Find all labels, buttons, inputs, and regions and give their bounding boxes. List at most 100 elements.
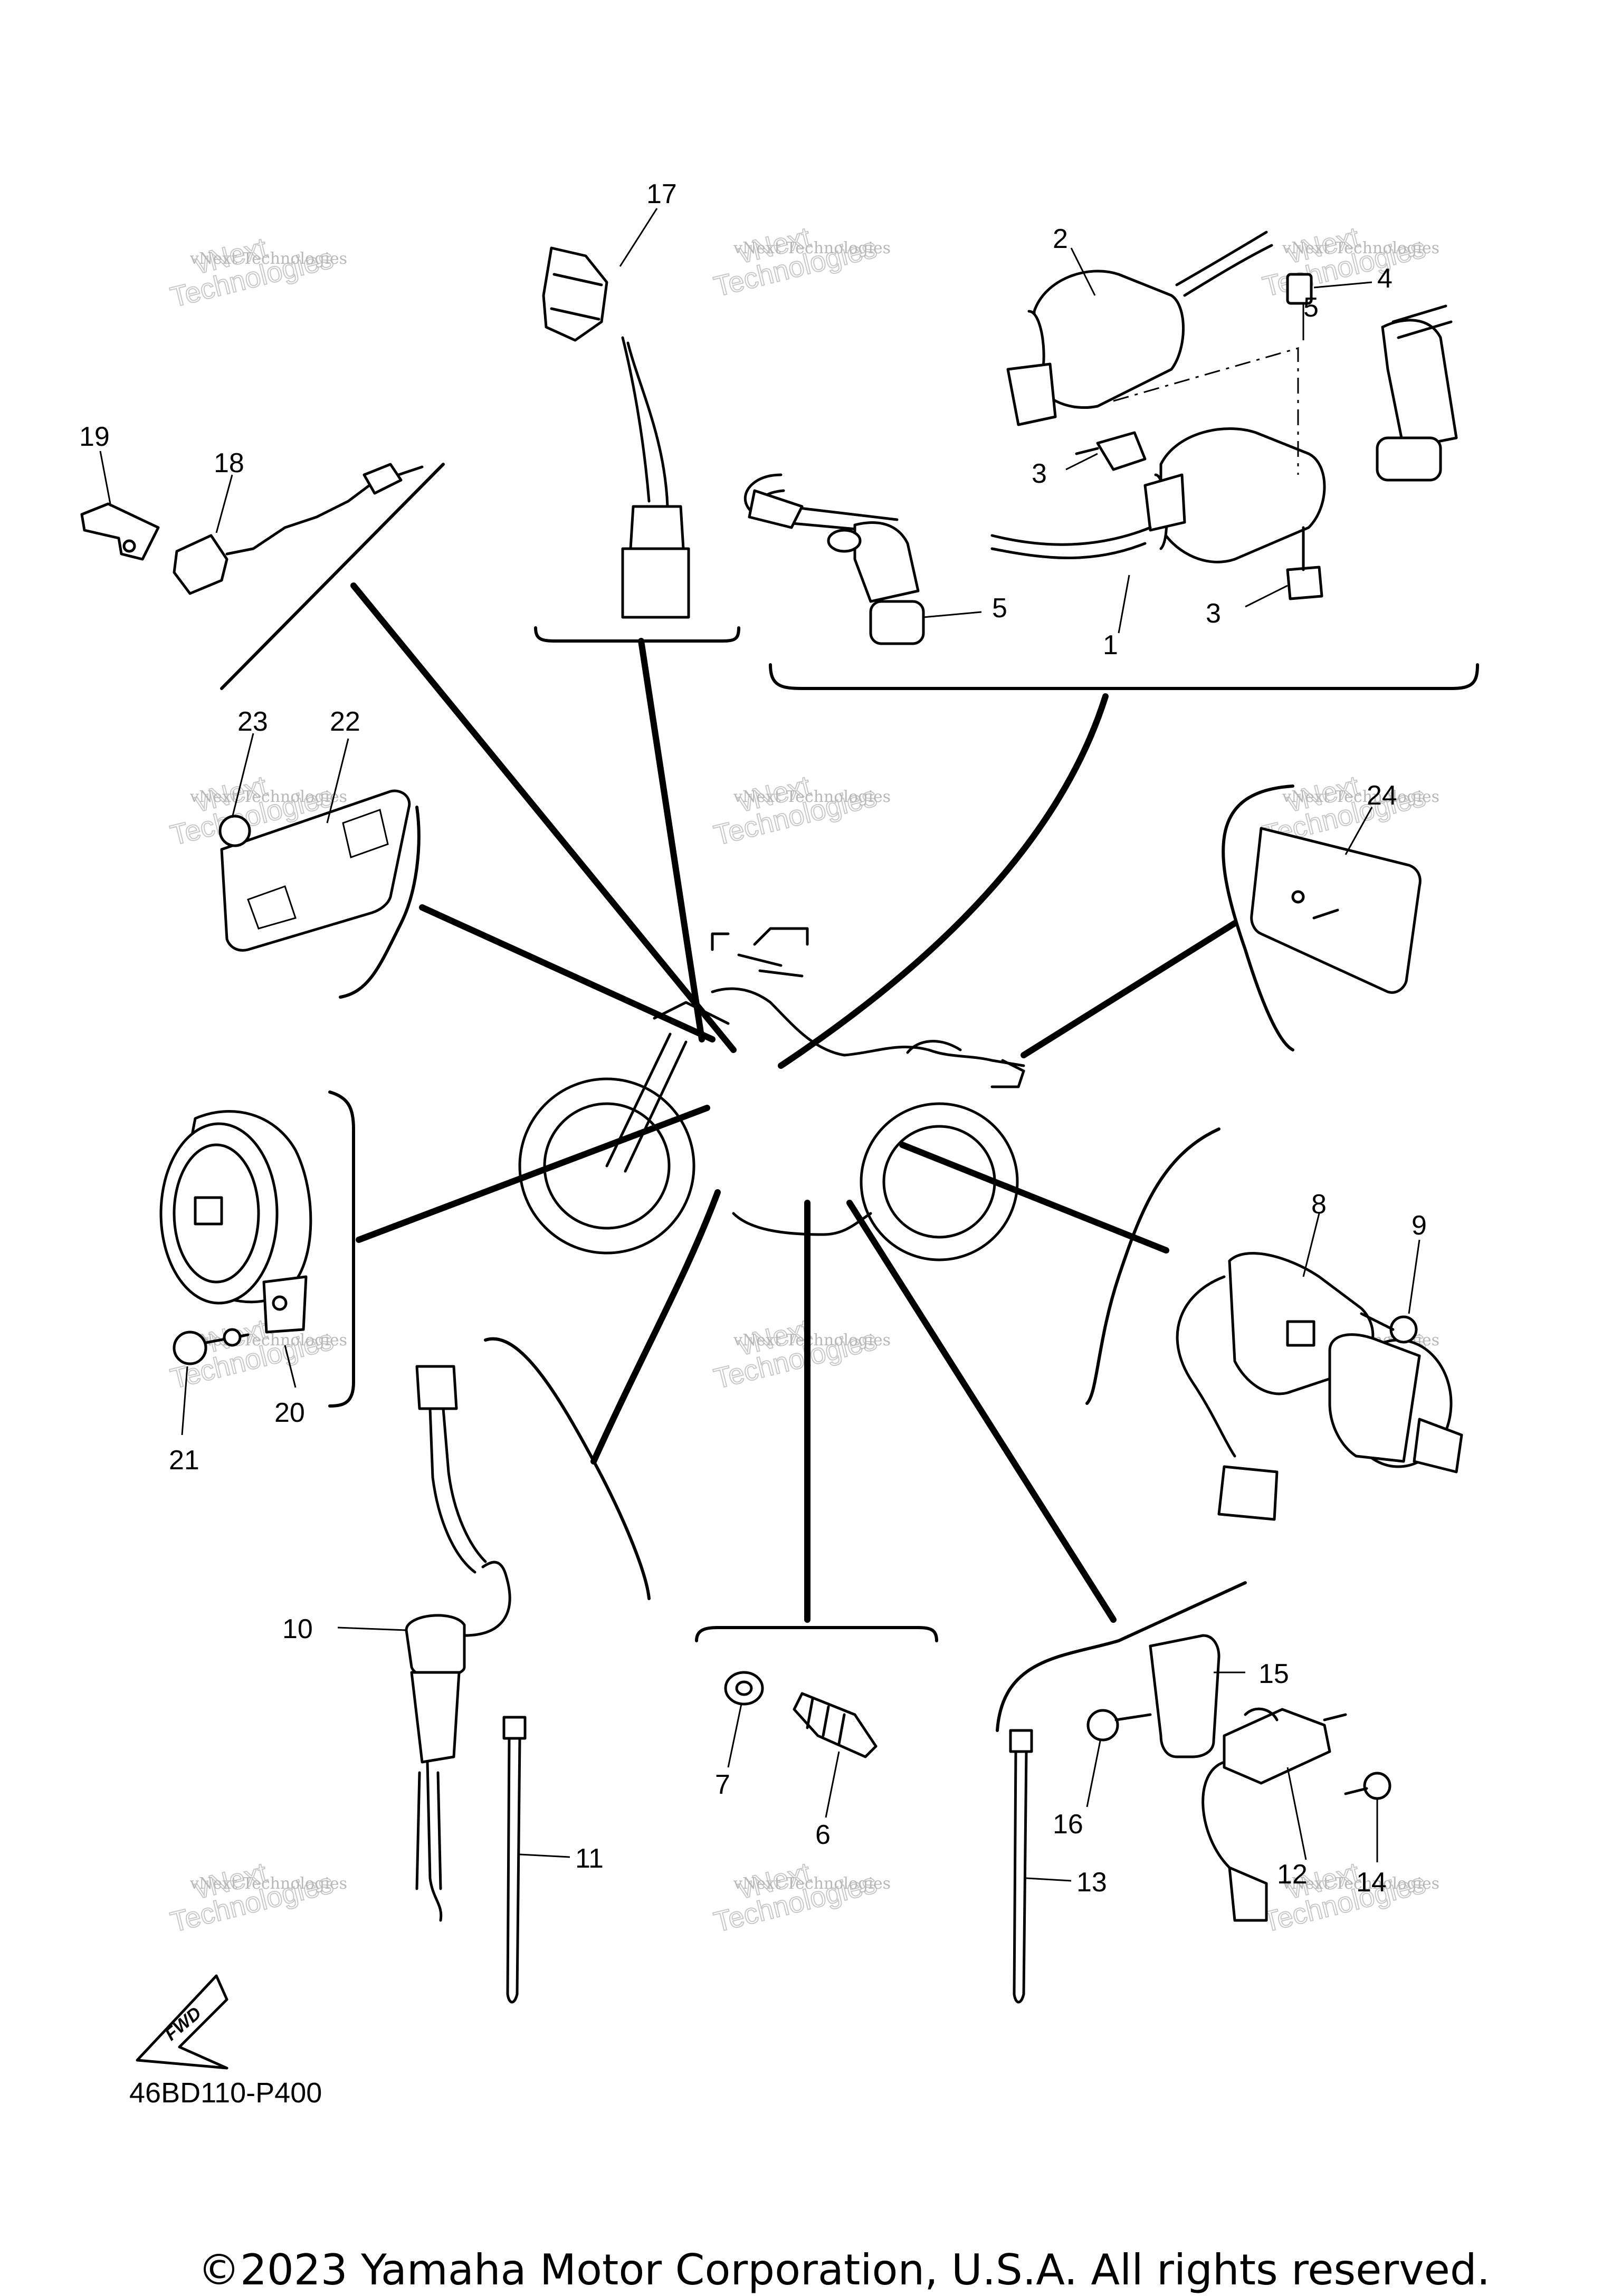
steering-head [653, 1001, 730, 1025]
rear-fender [906, 1040, 962, 1054]
callout-21: 21 [169, 1445, 199, 1476]
callout-leaders [99, 208, 1420, 1882]
leader-line-17 [638, 638, 705, 1042]
part-2-ignition-coil [1006, 231, 1273, 426]
callout-15: 15 [1258, 1659, 1289, 1689]
bracket-17 [534, 626, 740, 643]
part-19-clip [80, 502, 160, 561]
callout-3: 3 [1032, 458, 1047, 489]
part-11-cable-tie [502, 1716, 527, 2004]
callout-7: 7 [715, 1769, 730, 1800]
leader-lines [350, 582, 1238, 1623]
part-14-screw [1344, 1772, 1391, 1800]
bracket-22-23 [339, 806, 421, 999]
part-6-switch [793, 1692, 878, 1758]
group-brackets [220, 463, 1479, 1732]
callout-8: 8 [1311, 1189, 1327, 1220]
part-22-reflector [220, 789, 411, 952]
callout-22: 22 [330, 706, 360, 737]
part-3-bolt [1075, 431, 1147, 471]
callout-19: 19 [79, 422, 110, 452]
callout-2: 2 [1053, 224, 1068, 254]
tail-light [990, 1059, 1025, 1088]
callout-6: 6 [815, 1820, 831, 1850]
bracket-18-19 [220, 463, 445, 690]
part-1-ignition-coil [743, 427, 1326, 563]
bracket-horn [328, 1090, 355, 1408]
part-10-switch-lead [405, 1365, 511, 1922]
callout-23: 23 [237, 706, 268, 737]
leader-line-24 [1021, 920, 1238, 1058]
part-7-washer [724, 1671, 764, 1706]
engine-bottom [732, 1212, 872, 1236]
front-wheel-rim [543, 1102, 671, 1230]
callout-20: 20 [274, 1398, 305, 1428]
bracket-ignition-coils [769, 663, 1479, 690]
callout-18: 18 [214, 448, 244, 479]
bracket-main-switch [1085, 1127, 1220, 1405]
callout-14: 14 [1356, 1867, 1387, 1898]
part-4-spacer [1286, 273, 1313, 305]
svg-text:vNext Technologies: vNext Technologies [733, 239, 891, 257]
svg-text:vNext Technologies: vNext Technologies [1282, 1874, 1439, 1893]
part-15-bracket [1149, 1634, 1220, 1758]
part-17-switch-assembly [542, 246, 690, 619]
callout-3: 3 [1206, 598, 1221, 629]
callout-10: 10 [282, 1614, 313, 1644]
callout-5: 5 [1303, 292, 1319, 323]
watermark: vNext Technologies vNext Technologies [167, 1856, 347, 1939]
drawing-code: 46BD110-P400 [129, 2077, 322, 2109]
handlebar-controls [737, 953, 804, 978]
assembly-guide-lines [1113, 347, 1299, 475]
callout-1: 1 [1103, 630, 1118, 661]
part-20-washer [223, 1328, 242, 1347]
part-16-bolt [1086, 1709, 1152, 1742]
callout-5: 5 [992, 593, 1007, 624]
part-13-cable-tie [1009, 1729, 1033, 2004]
watermark: vNext Technologies vNext Technologies [167, 231, 347, 314]
svg-text:vNext Technologies: vNext Technologies [733, 1874, 891, 1893]
callout-12: 12 [1277, 1859, 1308, 1890]
callout-9: 9 [1412, 1210, 1427, 1241]
leader-line-8 [899, 1142, 1169, 1254]
bracket-12-16 [996, 1581, 1247, 1732]
part-horn [159, 1110, 312, 1334]
svg-text:vNext Technologies: vNext Technologies [1282, 239, 1439, 257]
motorcycle-outline [518, 927, 1025, 1261]
handlebar [711, 927, 809, 951]
leader-line-20 [356, 1105, 710, 1243]
part-18-wire-lead [173, 463, 424, 595]
callout-labels: 1 2 3 3 4 5 5 6 7 8 9 10 11 12 13 14 15 … [79, 179, 1427, 1898]
svg-text:vNext Technologies: vNext Technologies [189, 1874, 347, 1893]
callout-11: 11 [575, 1843, 604, 1874]
leader-line-18 [350, 582, 737, 1053]
bracket-24 [1222, 785, 1294, 1051]
bracket-6-7 [695, 1626, 938, 1642]
part-8-main-switch [1176, 1252, 1463, 1521]
part-23-nut [218, 815, 251, 847]
svg-text:vNext Technologies: vNext Technologies [189, 250, 347, 268]
part-9-screw [1360, 1312, 1418, 1344]
svg-text:vNext Technologies: vNext Technologies [189, 788, 347, 806]
callout-16: 16 [1053, 1809, 1083, 1840]
part-5-plug-cap [1376, 304, 1458, 482]
part-3-bolt [1286, 526, 1323, 600]
seat [843, 1046, 1025, 1067]
part-5-plug-cap [827, 521, 925, 645]
svg-text:vNext Technologies: vNext Technologies [733, 1331, 891, 1350]
watermark: vNext Technologies vNext Technologies [710, 221, 891, 303]
callout-17: 17 [646, 179, 677, 209]
watermark: vNext Technologies vNext Technologies [710, 769, 891, 852]
svg-text:vNext Technologies: vNext Technologies [1282, 788, 1439, 806]
front-fork [605, 1032, 688, 1173]
part-12-relay [1202, 1707, 1347, 1922]
watermark: vNext Technologies vNext Technologies [710, 1856, 891, 1939]
leader-line-1 [778, 693, 1109, 1069]
fwd-arrow-icon: FWD [136, 1974, 228, 2070]
callout-24: 24 [1367, 780, 1397, 811]
bracket-neutral-switch [484, 1337, 651, 1600]
callout-13: 13 [1076, 1867, 1107, 1898]
leader-line-22 [419, 904, 716, 1042]
callout-4: 4 [1377, 263, 1393, 294]
rear-wheel [860, 1102, 1019, 1261]
